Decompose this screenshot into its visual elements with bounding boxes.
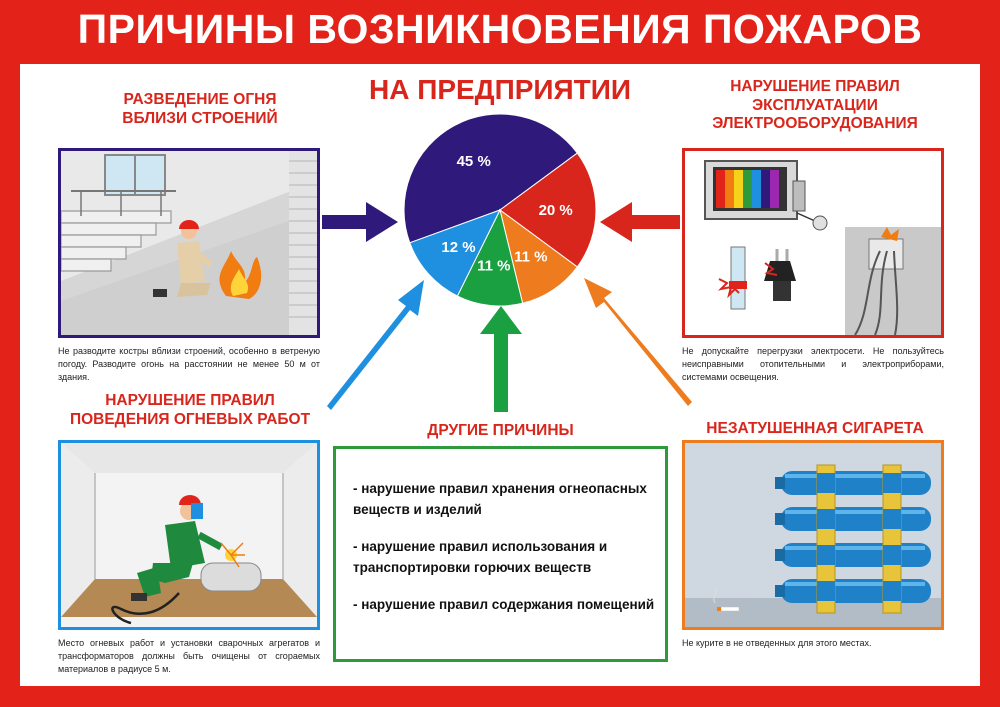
pie-slice [499,152,597,268]
arrow-up-green [480,306,522,412]
electric-heading-line2: ЭКСПЛУАТАЦИИ [752,96,878,114]
other-cause-item: - нарушение правил использования и транс… [353,539,608,575]
fire-caption: Не разводите костры вблизи строений, осо… [58,346,320,383]
pie-slice [409,209,502,297]
pie-chart: 45 %20 %11 %11 %12 % [403,113,597,307]
cigarette-scene-image [685,443,941,627]
pie-slice-label: 12 % [441,239,475,256]
other-cause-item: - нарушение правил содержания помещений [353,597,655,612]
arrow-diagonal-blue [327,280,424,410]
arrow-right-navy [322,202,398,242]
welding-caption: Место огневых работ и установки сварочны… [58,638,320,675]
pie-slice-label: 11 % [514,248,547,265]
welding-heading-line2: ПОВЕДЕНИЯ ОГНЕВЫХ РАБОТ [69,410,311,428]
electric-caption: Не допускайте перегрузки электросети. Не… [682,346,944,383]
other-heading: ДРУГИЕ ПРИЧИНЫ [427,422,574,439]
page-title: ПРИЧИНЫ ВОЗНИКНОВЕНИЯ ПОЖАРОВ [77,6,923,52]
fire-illustration [58,148,320,338]
other-causes-box: - нарушение правил хранения огнеопасных … [333,446,668,662]
fire-heading: РАЗВЕДЕНИЕ ОГНЯ ВБЛИЗИ СТРОЕНИЙ [60,91,340,128]
pie-slice-label: 45 % [457,153,491,170]
center-title: НА ПРЕДПРИЯТИИ [368,74,632,105]
pie-slice-label: 20 % [539,202,573,219]
cigarette-illustration [682,440,944,630]
pie-slice [403,113,579,244]
cigarette-heading: НЕЗАТУШЕННАЯ СИГАРЕТА [706,420,924,437]
electric-heading: НАРУШЕНИЕ ПРАВИЛ ЭКСПЛУАТАЦИИ ЭЛЕКТРООБО… [680,78,950,134]
cigarette-caption: Не курите в не отведенных для этого мест… [682,638,872,648]
fire-heading-line2: ВБЛИЗИ СТРОЕНИЙ [122,109,278,127]
arrow-left-red [600,202,680,242]
welding-scene-image [61,443,317,627]
welding-illustration [58,440,320,630]
electric-heading-line3: ЭЛЕКТРООБОРУДОВАНИЯ [712,115,918,133]
electric-heading-line1: НАРУШЕНИЕ ПРАВИЛ [730,78,900,95]
pie-slice-label: 11 % [477,257,510,274]
welding-heading-line1: НАРУШЕНИЕ ПРАВИЛ [105,392,275,409]
welding-heading: НАРУШЕНИЕ ПРАВИЛ ПОВЕДЕНИЯ ОГНЕВЫХ РАБОТ [55,392,325,429]
pie-slice [456,208,524,307]
arrow-diagonal-orange [584,278,692,406]
fire-scene-image [61,151,317,335]
electric-scene-image [685,151,941,335]
electric-illustration [682,148,944,338]
pie-slice [499,208,579,304]
fire-heading-line1: РАЗВЕДЕНИЕ ОГНЯ [123,91,277,108]
other-cause-item: - нарушение правил хранения огнеопасных … [353,481,647,517]
